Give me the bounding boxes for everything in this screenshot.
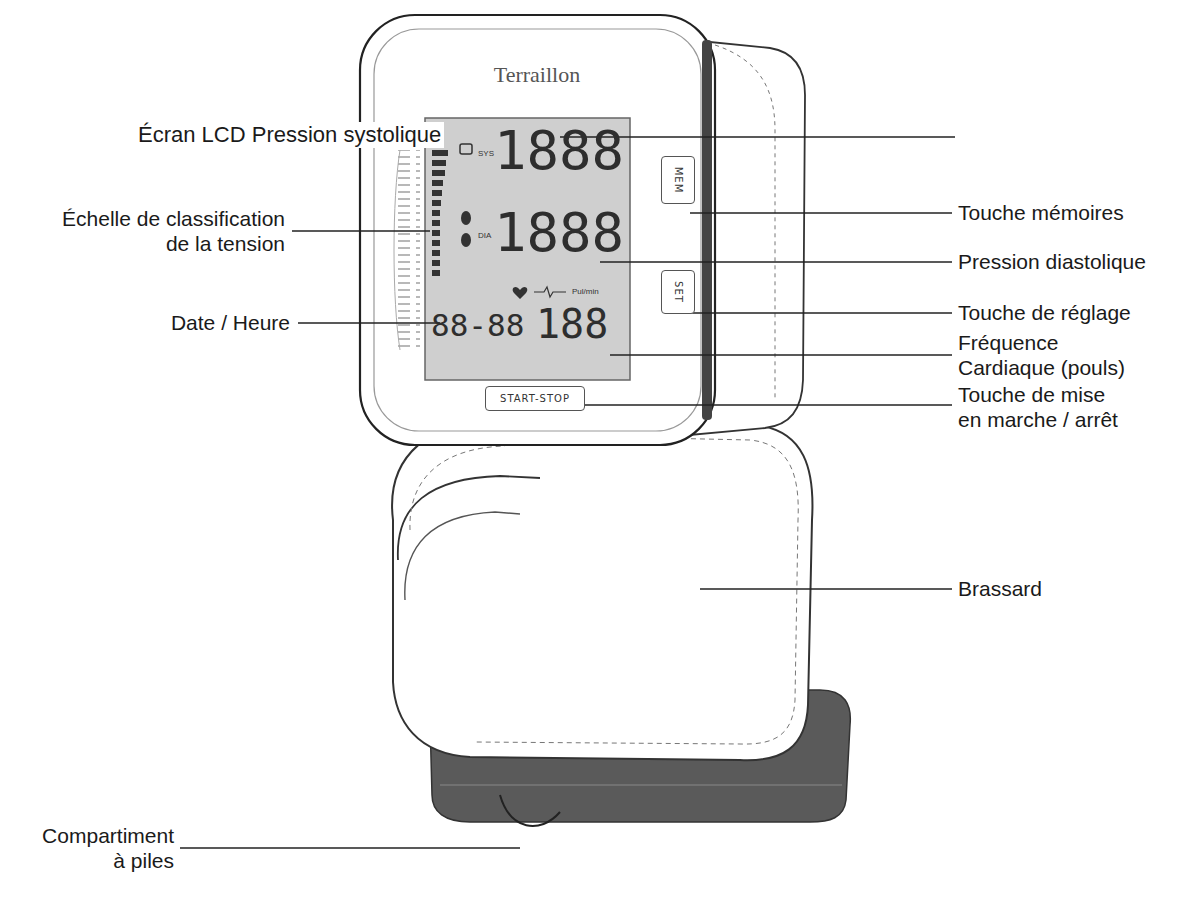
lcd-scale-bars	[432, 150, 448, 276]
start-stop-button: START-STOP	[485, 386, 585, 411]
strap-stitching	[715, 45, 775, 400]
lcd-user-icon	[461, 233, 471, 247]
lcd-date-time-digits: 88-88	[431, 310, 524, 341]
memory-button: MEM	[661, 156, 695, 205]
base-edge	[440, 784, 842, 785]
lcd-heart-icon	[513, 287, 528, 299]
callout-label: Échelle de classification de la tension	[50, 206, 285, 256]
button-text: START-STOP	[500, 393, 570, 404]
lcd-indicator: SYS	[478, 150, 494, 158]
callout-label: Fréquence Cardiaque (pouls)	[958, 330, 1143, 380]
button-text: MEM	[673, 167, 684, 194]
lcd-user-icon	[461, 211, 471, 225]
callout-label: Touche mémoires	[958, 200, 1194, 225]
monitor-face	[374, 29, 701, 431]
battery-compartment	[500, 795, 560, 826]
lcd-diastolic-digits: 1888	[494, 206, 624, 260]
callout-label: Date / Heure	[130, 310, 290, 335]
scale-edge	[394, 150, 400, 350]
leader-lines	[180, 137, 955, 848]
cuff-stitching	[410, 446, 505, 530]
callout-label: Brassard	[958, 576, 1194, 601]
callout-label: Touche de mise en marche / arrêt	[958, 382, 1128, 432]
callout-label: Compartiment à piles	[34, 823, 174, 873]
button-text: SET	[673, 281, 684, 303]
cuff-fold	[405, 512, 520, 600]
callout-label: Écran LCD Pression systolique	[135, 122, 444, 148]
lcd-screen	[425, 118, 630, 380]
cuff-flap	[398, 476, 540, 560]
lcd-indicator: DIA	[478, 232, 491, 240]
lcd-pulse-digits: 188	[536, 304, 608, 344]
callout-label: Pression diastolique	[958, 249, 1194, 274]
lcd-indicator: Pul/min	[572, 288, 599, 296]
monitor-housing	[360, 15, 715, 445]
lcd-battery-icon	[460, 144, 472, 154]
lcd-systolic-digits: 1888	[494, 124, 624, 178]
housing-side	[702, 40, 712, 420]
lcd-pulse-icon	[534, 287, 566, 297]
wrist-strap	[690, 40, 805, 435]
set-button: SET	[661, 270, 695, 314]
brand-name: Terraillon	[494, 62, 580, 88]
callout-label: Touche de réglage	[958, 300, 1194, 325]
classification-scale	[398, 150, 420, 350]
